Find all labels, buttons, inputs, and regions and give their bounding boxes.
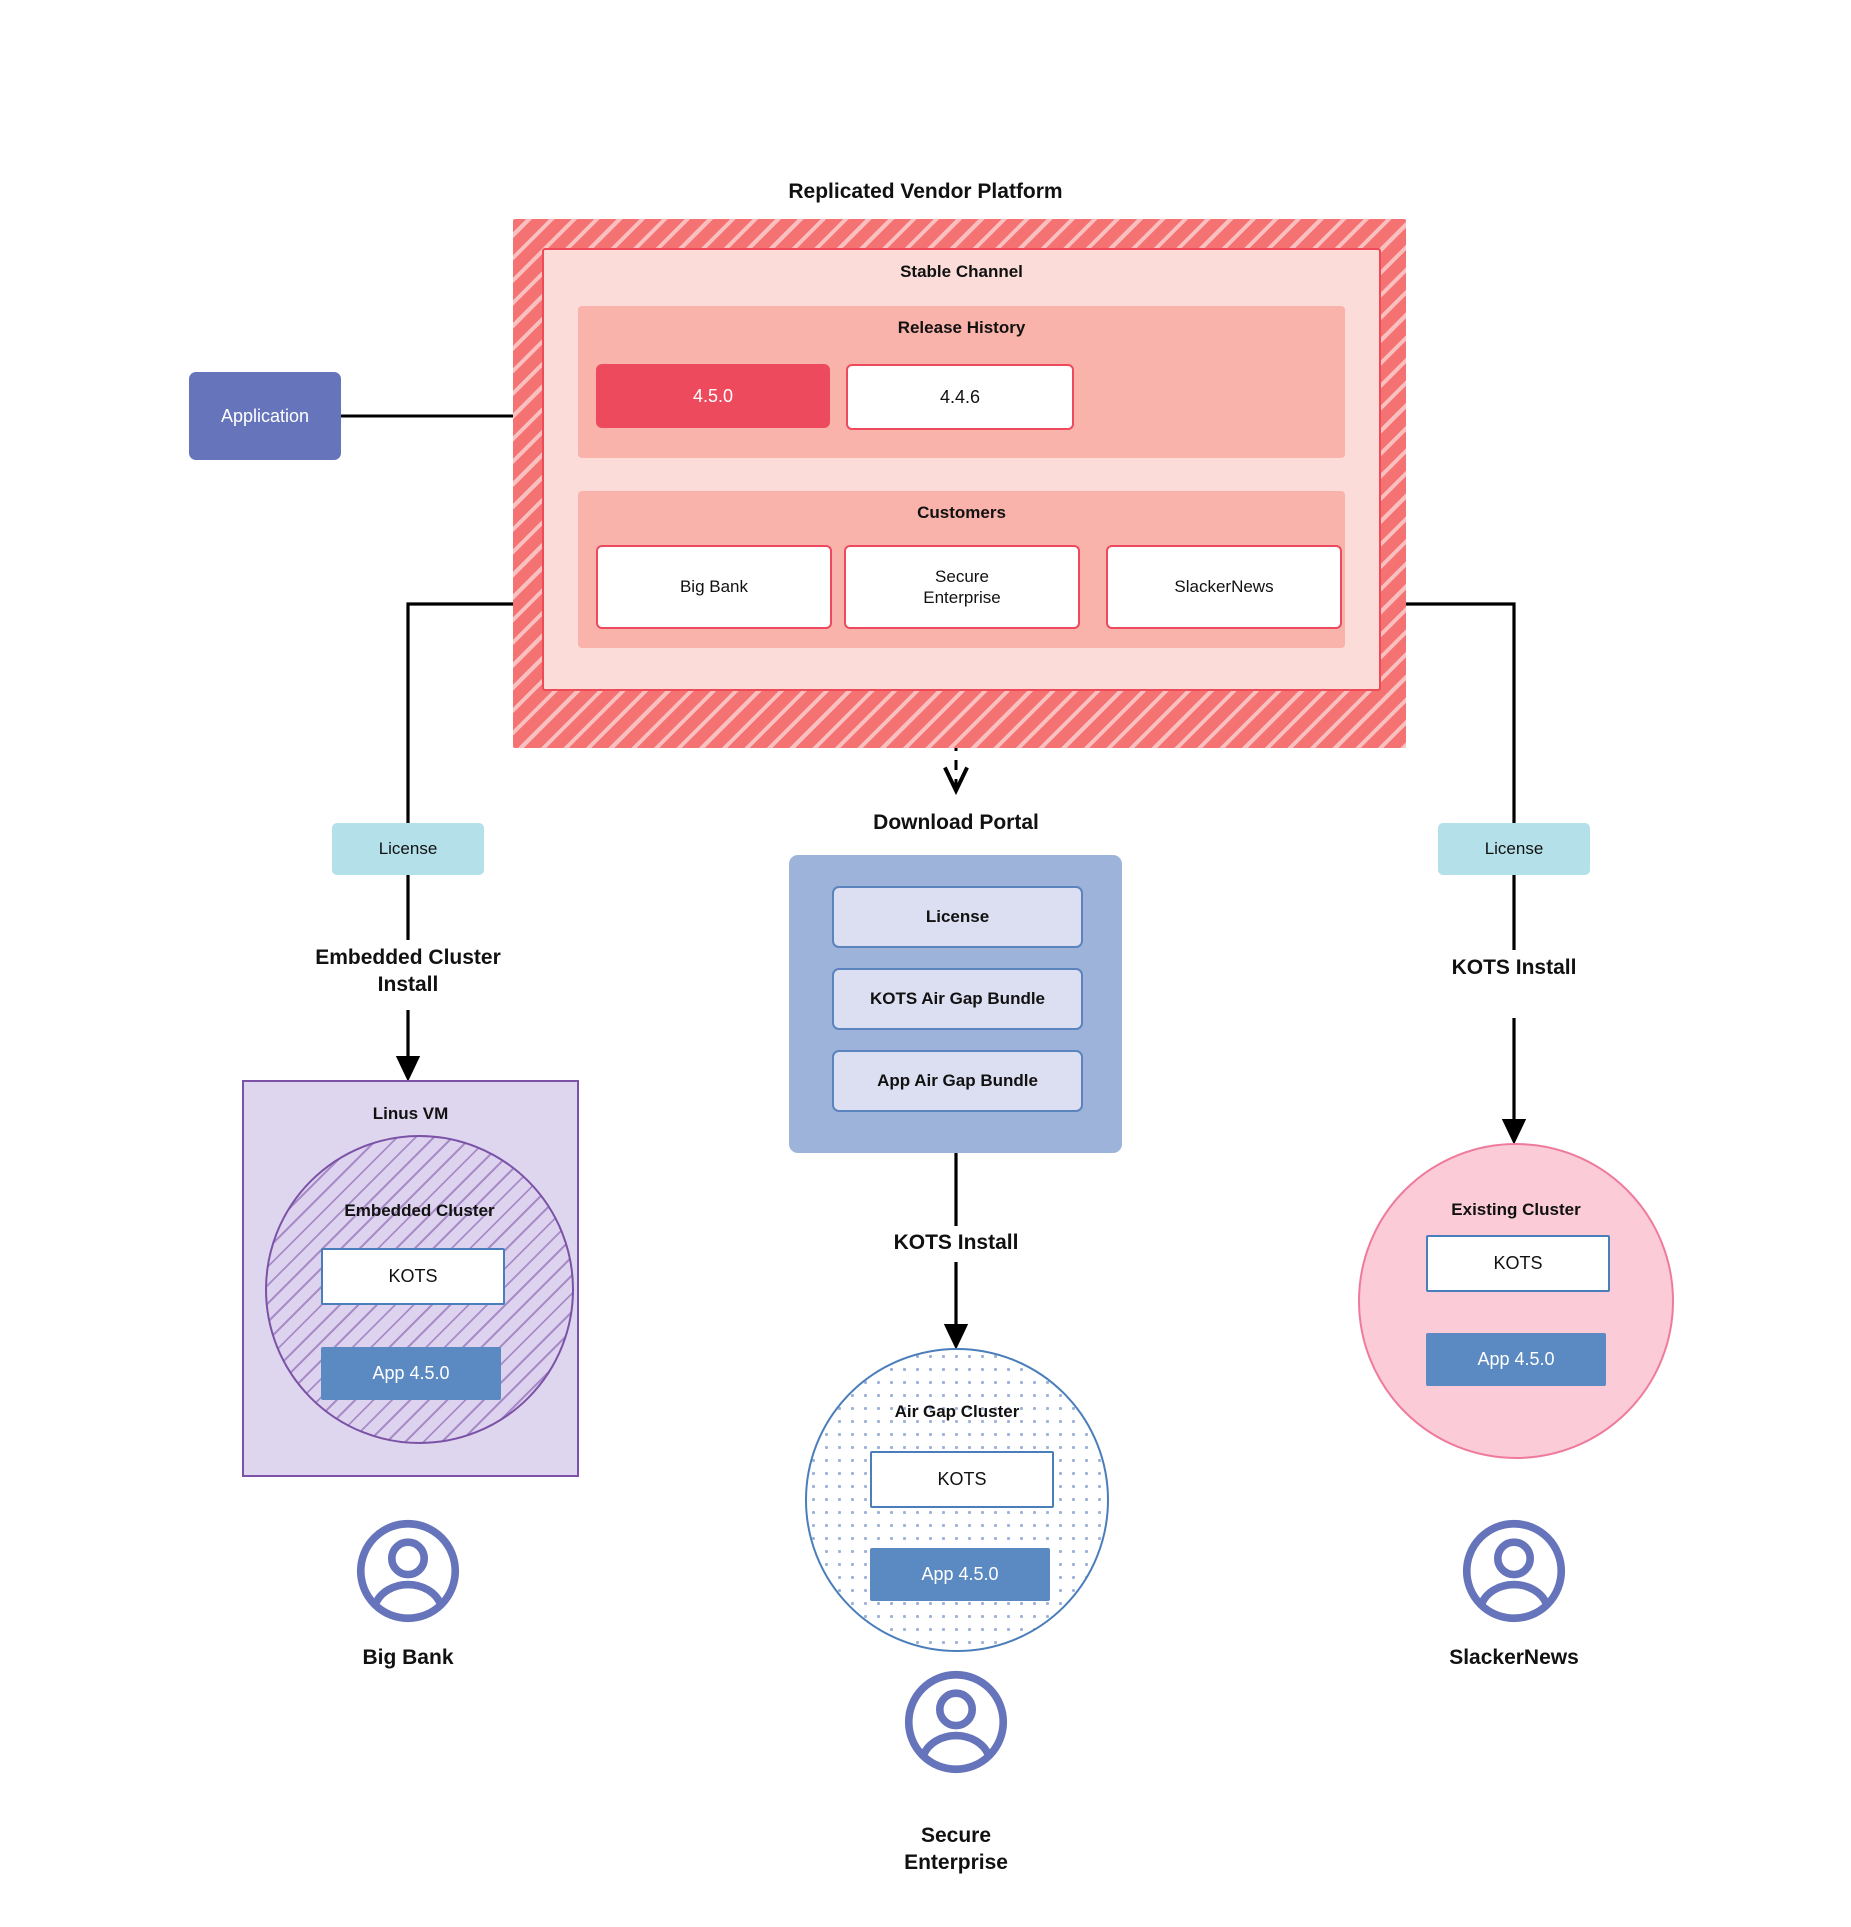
portal-item-app-air-gap-bundle[interactable]: App Air Gap Bundle bbox=[832, 1050, 1083, 1112]
release-chip-current[interactable]: 4.5.0 bbox=[596, 364, 830, 428]
customer-chip-big-bank[interactable]: Big Bank bbox=[596, 545, 832, 629]
airgap-cluster-title: Air Gap Cluster bbox=[894, 1402, 1020, 1421]
license-chip-left[interactable]: License bbox=[332, 823, 484, 875]
user-avatar-icon bbox=[354, 1517, 462, 1625]
flow-label-center-kots-install: KOTS Install bbox=[893, 1231, 1019, 1254]
customer-chip-slackernews[interactable]: SlackerNews bbox=[1106, 545, 1342, 629]
user-avatar-icon bbox=[1460, 1517, 1568, 1625]
app-box-left[interactable]: App 4.5.0 bbox=[321, 1347, 501, 1400]
customer-chip-secure-enterprise[interactable]: Secure Enterprise bbox=[844, 545, 1080, 629]
portal-item-license[interactable]: License bbox=[832, 886, 1083, 948]
release-history-title: Release History bbox=[897, 318, 1026, 337]
customers-title: Customers bbox=[917, 503, 1006, 522]
persona-label-slackernews: SlackerNews bbox=[1449, 1646, 1579, 1669]
linux-vm-container: Linus VM Embedded Cluster KOTS App 4.5.0 bbox=[242, 1080, 579, 1477]
application-box[interactable]: Application bbox=[189, 372, 341, 460]
flow-label-right-kots-install: KOTS Install bbox=[1451, 956, 1577, 979]
vendor-platform-container: Stable Channel Release History 4.5.0 4.4… bbox=[513, 219, 1406, 748]
stable-channel-title: Stable Channel bbox=[900, 262, 1023, 281]
release-history-container: Release History 4.5.0 4.4.6 bbox=[578, 306, 1345, 458]
release-chip-prior[interactable]: 4.4.6 bbox=[846, 364, 1074, 430]
flow-label-embedded-cluster-install: Embedded Cluster Install bbox=[315, 946, 501, 996]
app-box-right[interactable]: App 4.5.0 bbox=[1426, 1333, 1606, 1386]
license-chip-right[interactable]: License bbox=[1438, 823, 1590, 875]
customers-container: Customers Big Bank Secure Enterprise Sla… bbox=[578, 491, 1345, 648]
portal-item-kots-air-gap-bundle[interactable]: KOTS Air Gap Bundle bbox=[832, 968, 1083, 1030]
linux-vm-title: Linus VM bbox=[372, 1104, 449, 1123]
embedded-cluster-title: Embedded Cluster bbox=[344, 1201, 495, 1220]
page-title: Replicated Vendor Platform bbox=[788, 180, 1063, 203]
existing-cluster-title: Existing Cluster bbox=[1451, 1200, 1581, 1219]
airgap-cluster-container: Air Gap Cluster KOTS App 4.5.0 bbox=[805, 1348, 1109, 1652]
kots-box-right[interactable]: KOTS bbox=[1426, 1235, 1610, 1292]
kots-box-left[interactable]: KOTS bbox=[321, 1248, 505, 1305]
download-portal-title: Download Portal bbox=[873, 811, 1039, 834]
download-portal-container: License KOTS Air Gap Bundle App Air Gap … bbox=[789, 855, 1122, 1153]
kots-box-center[interactable]: KOTS bbox=[870, 1451, 1054, 1508]
existing-cluster-container: Existing Cluster KOTS App 4.5.0 bbox=[1358, 1143, 1674, 1459]
stable-channel-container: Stable Channel Release History 4.5.0 4.4… bbox=[542, 248, 1381, 691]
app-box-center[interactable]: App 4.5.0 bbox=[870, 1548, 1050, 1601]
persona-label-big-bank: Big Bank bbox=[362, 1646, 454, 1669]
user-avatar-icon bbox=[902, 1668, 1010, 1776]
persona-label-secure-enterprise: Secure Enterprise bbox=[904, 1824, 1008, 1874]
